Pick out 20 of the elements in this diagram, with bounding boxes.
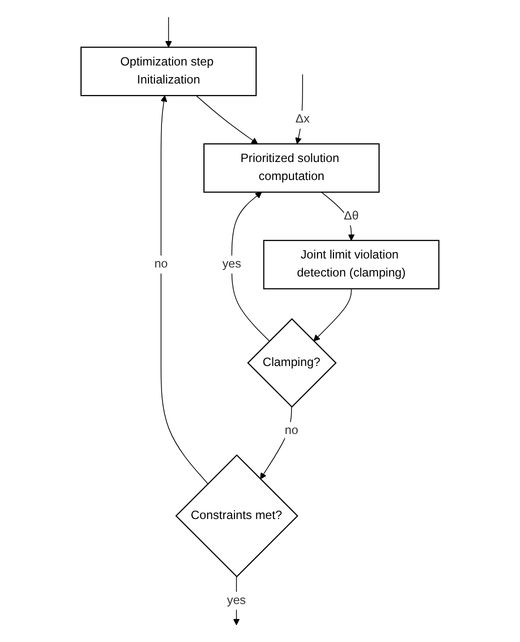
arrow (196, 95, 258, 144)
arrow (313, 288, 352, 342)
node-diamond: Clamping? (247, 318, 337, 408)
node-box: Optimization step Initialization (80, 46, 257, 96)
node-diamond: Constraints met? (175, 454, 298, 578)
edge-label: Δθ (344, 210, 359, 222)
edge-label: yes (227, 594, 246, 607)
edge-label: Δx (296, 112, 310, 126)
edge-label: no (154, 258, 168, 271)
arrow (233, 576, 240, 626)
arrow (231, 192, 270, 342)
node-box: Joint limit violation detection (clamping) (263, 240, 440, 290)
edge-label: yes (222, 258, 242, 271)
edge-label: no (284, 424, 298, 438)
arrow (260, 406, 292, 480)
arrow (165, 16, 172, 48)
arrow (295, 74, 304, 144)
arrow (160, 95, 208, 484)
arrow (321, 192, 355, 241)
node-box: Prioritized solution computation (203, 143, 380, 193)
